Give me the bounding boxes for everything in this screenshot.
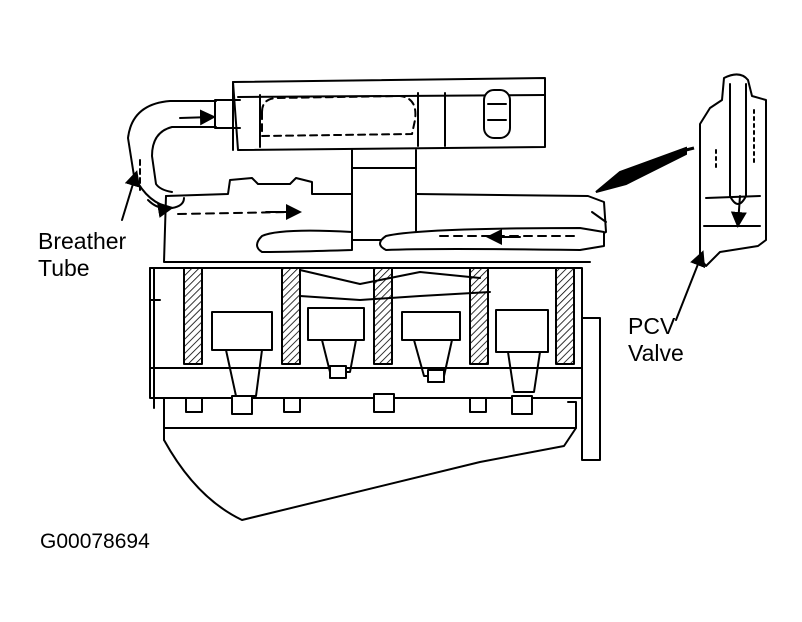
breather-tube-label-line2: Tube: [38, 255, 90, 281]
intake-manifold: [256, 211, 607, 253]
breather-tube: [127, 100, 217, 218]
pcv-location-wedge-arrow: [595, 146, 687, 193]
breather-tube-label-line1: Breather: [38, 228, 127, 254]
breather-tube-label: Breather Tube: [38, 228, 126, 282]
pcv-valve-label: PCV Valve: [628, 313, 684, 367]
oil-pan: [163, 401, 577, 521]
pcv-valve-label-line2: Valve: [628, 340, 684, 366]
pcv-valve-pointer-arrow: [675, 250, 706, 321]
breather-tube-pointer-arrow: [121, 170, 141, 221]
air-cleaner: [214, 77, 546, 151]
pcv-valve: [699, 73, 767, 267]
engine-block: [149, 267, 601, 461]
pcv-valve-label-line1: PCV: [628, 313, 676, 339]
figure-id: G00078694: [40, 530, 150, 553]
carburetor: [351, 149, 417, 241]
